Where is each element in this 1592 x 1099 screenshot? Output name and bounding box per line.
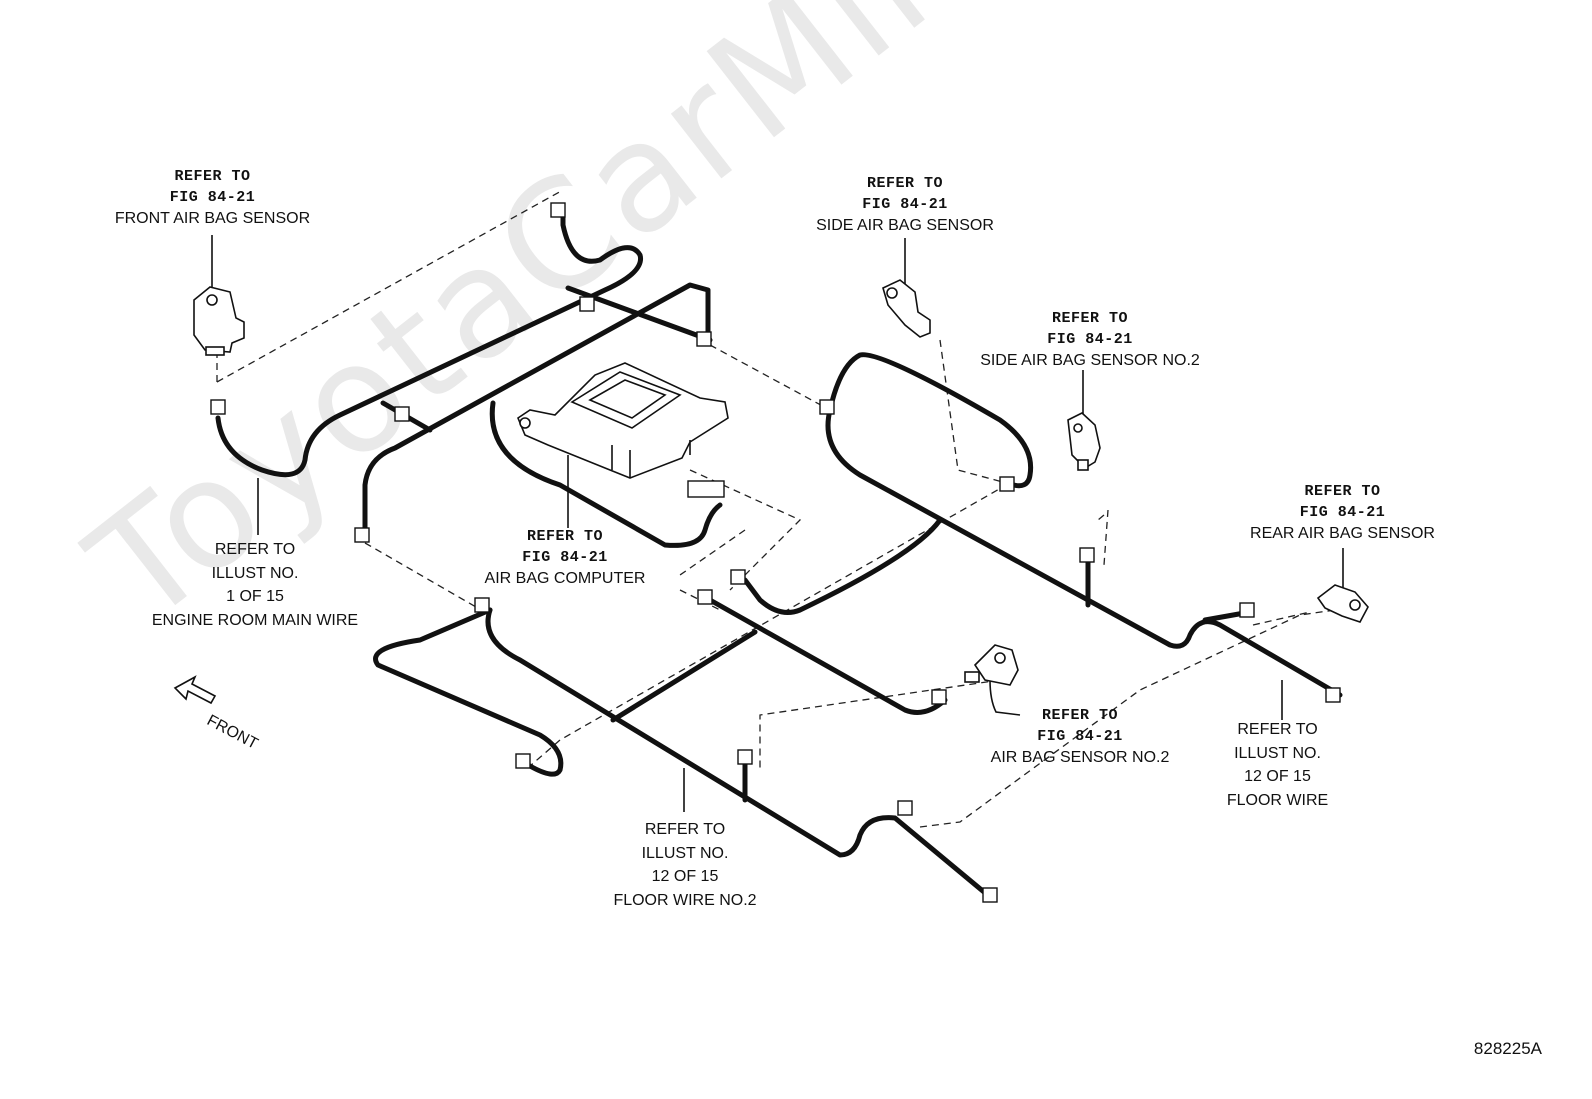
connector — [730, 569, 746, 585]
rear-air-bag-sensor — [1316, 584, 1369, 623]
label-engine-room-main-wire: REFER TO ILLUST NO. 1 OF 15 ENGINE ROOM … — [151, 541, 359, 629]
connector — [1325, 687, 1341, 703]
harness-wires — [215, 207, 1343, 900]
connector — [354, 527, 370, 543]
computer-connector — [687, 480, 725, 498]
label-front-air-bag-sensor: REFER TO FIG 84-21 FRONT AIR BAG SENSOR — [114, 168, 311, 227]
connector — [819, 399, 835, 415]
front-air-bag-sensor — [193, 286, 245, 356]
connector — [982, 887, 998, 903]
connector — [1239, 602, 1255, 618]
connector — [515, 753, 531, 769]
leader-lines — [211, 235, 1344, 812]
side-air-bag-sensor — [882, 279, 931, 338]
connectors — [210, 202, 1341, 903]
connector — [1079, 547, 1095, 563]
connector — [394, 406, 410, 422]
connector — [210, 399, 226, 415]
connector — [579, 296, 595, 312]
label-floor-wire-2: REFER TO ILLUST NO. 12 OF 15 FLOOR WIRE … — [613, 821, 757, 909]
label-floor-wire: REFER TO ILLUST NO. 12 OF 15 FLOOR WIRE — [1226, 721, 1329, 809]
connector — [931, 689, 947, 705]
label-rear-air-bag-sensor: REFER TO FIG 84-21 REAR AIR BAG SENSOR — [1250, 483, 1435, 542]
air-bag-computer — [517, 362, 729, 479]
connector — [550, 202, 566, 218]
side-air-bag-sensor-2 — [1067, 412, 1101, 471]
connector — [696, 331, 712, 347]
connector — [697, 589, 713, 605]
air-bag-sensor-2 — [964, 644, 1019, 686]
label-air-bag-sensor-2: REFER TO FIG 84-21 AIR BAG SENSOR NO.2 — [990, 707, 1170, 766]
front-arrow-icon — [173, 675, 217, 705]
label-side-air-bag-sensor: REFER TO FIG 84-21 SIDE AIR BAG SENSOR — [816, 175, 994, 234]
figure-number: 828225A — [1473, 1039, 1542, 1058]
dashed-guides — [216, 189, 1336, 828]
label-side-air-bag-sensor-2: REFER TO FIG 84-21 SIDE AIR BAG SENSOR N… — [980, 310, 1200, 369]
connector — [737, 749, 753, 765]
connector — [474, 597, 490, 613]
label-air-bag-computer: REFER TO FIG 84-21 AIR BAG COMPUTER — [484, 528, 646, 587]
connector — [999, 476, 1015, 492]
connector — [897, 800, 913, 816]
